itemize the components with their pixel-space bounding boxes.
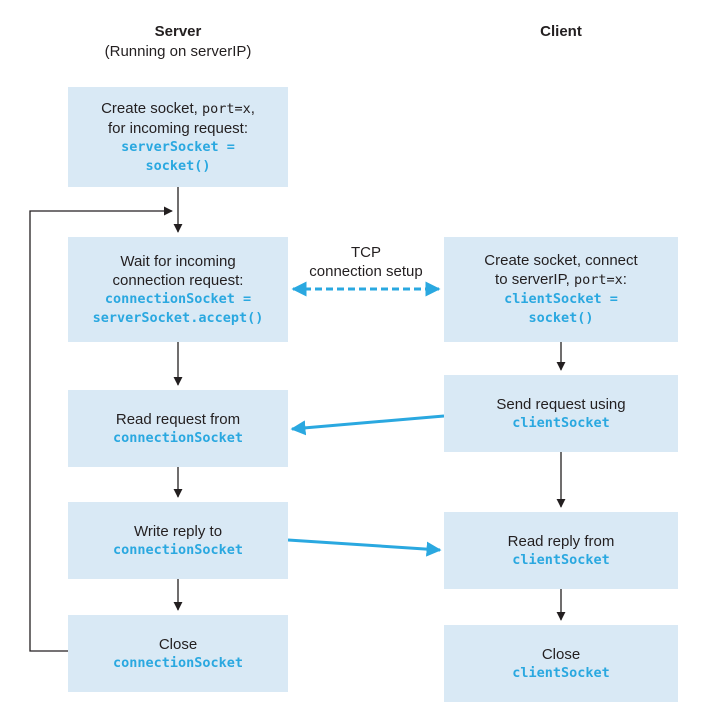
arrow-server-loop-back (29, 206, 173, 652)
server-read-line1: Read request from (115, 410, 241, 428)
client-close-box: Close clientSocket (444, 625, 678, 702)
arrow-request (290, 414, 445, 436)
server-create-code1: serverSocket = (121, 138, 235, 155)
server-create-socket-box: Create socket, port=x, for incoming requ… (68, 87, 288, 187)
server-create-code2: socket() (145, 157, 211, 174)
tcp-label-line1: TCP (351, 244, 381, 261)
server-wait-code1: connectionSocket = (104, 290, 252, 307)
server-wait-line1: Wait for incoming (120, 252, 236, 270)
server-create-line2: for incoming request: (107, 119, 249, 137)
server-title: Server (154, 23, 202, 40)
client-title: Client (540, 23, 582, 40)
client-send-code1: clientSocket (512, 414, 610, 431)
client-create-line1: Create socket, connect (484, 252, 638, 269)
client-close-line1: Close (541, 645, 581, 663)
client-create-code1: clientSocket = (504, 291, 618, 307)
server-close-code1: connectionSocket (112, 654, 244, 671)
server-subtitle: (Running on serverIP) (104, 43, 252, 60)
client-read-line1: Read reply from (507, 532, 615, 550)
server-read-box: Read request from connectionSocket (68, 390, 288, 467)
server-write-box: Write reply to connectionSocket (68, 502, 288, 579)
client-close-code1: clientSocket (512, 664, 610, 681)
server-read-code1: connectionSocket (112, 429, 244, 446)
server-close-line1: Close (158, 635, 198, 653)
server-header: Server (Running on serverIP) (68, 22, 288, 62)
arrow-reply (287, 538, 442, 557)
server-wait-box: Wait for incoming connection request: co… (68, 237, 288, 342)
client-create-line2: to serverIP, port=x: (495, 271, 627, 288)
client-read-box: Read reply from clientSocket (444, 512, 678, 589)
server-wait-code2: serverSocket.accept() (92, 309, 264, 326)
client-send-line1: Send request using (496, 395, 626, 413)
client-create-code2: socket() (528, 310, 594, 326)
server-write-line1: Write reply to (133, 522, 223, 540)
client-send-box: Send request using clientSocket (444, 375, 678, 452)
tcp-label-line2: connection setup (309, 263, 423, 280)
server-create-line1: Create socket, port=x, (101, 99, 255, 117)
server-write-code1: connectionSocket (112, 541, 244, 558)
client-create-socket-box: Create socket, connect to serverIP, port… (444, 237, 678, 342)
server-wait-line2: connection request: (112, 271, 244, 289)
client-read-code1: clientSocket (512, 551, 610, 568)
tcp-connection-setup-label: TCP connection setup (288, 243, 444, 281)
client-header: Client (451, 22, 671, 42)
server-close-box: Close connectionSocket (68, 615, 288, 692)
